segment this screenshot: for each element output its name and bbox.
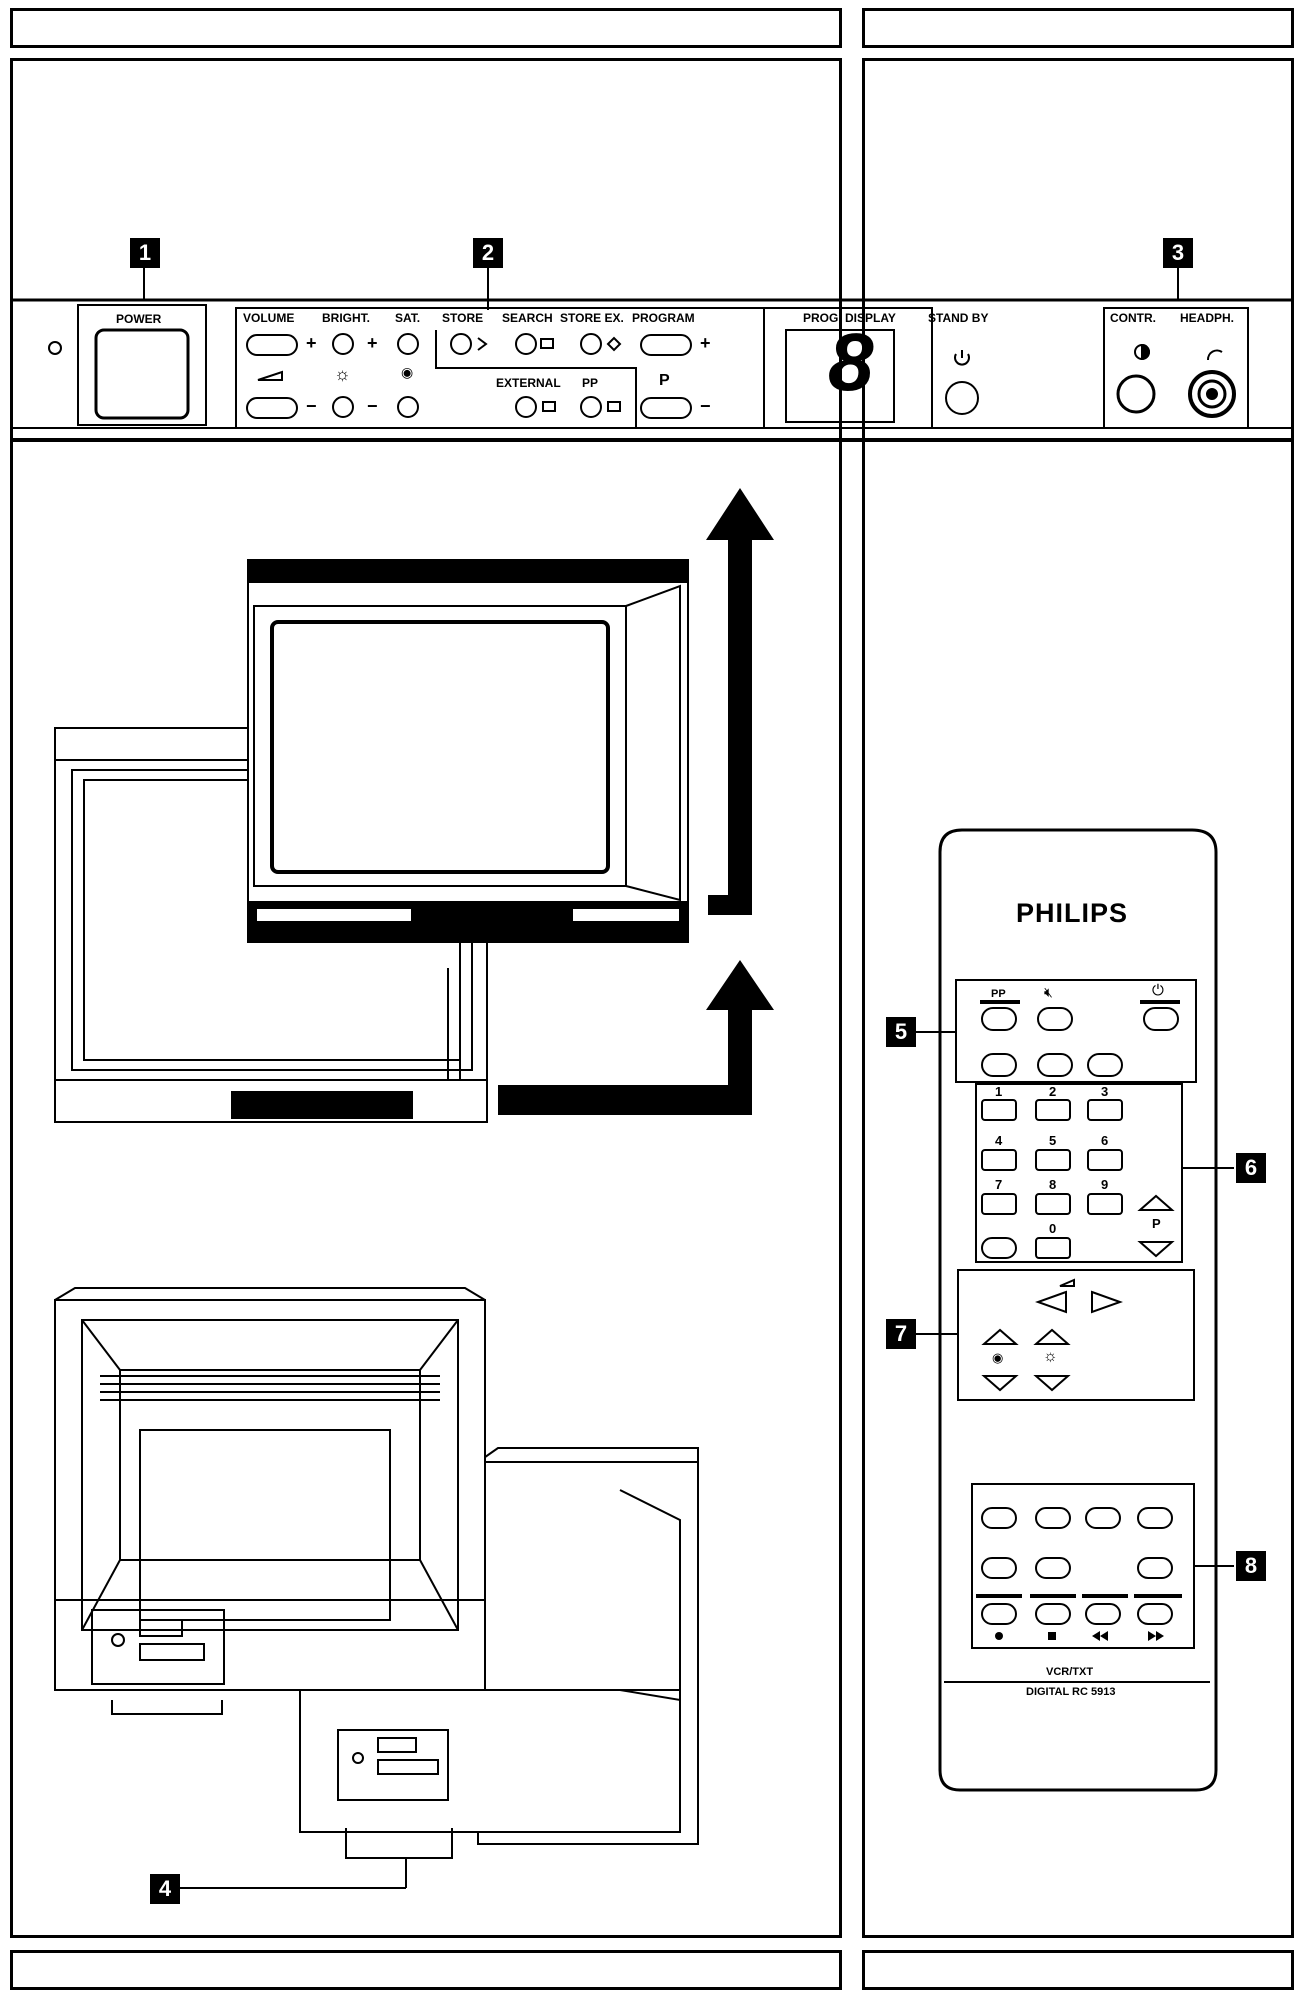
prog-display-digit: 8: [828, 317, 874, 408]
callout-2: 2: [473, 238, 503, 268]
record-icon: [995, 1632, 1003, 1640]
digit-5[interactable]: 5: [1049, 1133, 1057, 1148]
program-p-label: P: [659, 372, 670, 389]
program-plus: +: [700, 333, 711, 353]
search-label: SEARCH: [502, 311, 553, 325]
power-label: POWER: [116, 312, 162, 326]
remote-model-line2: DIGITAL RC 5913: [1026, 1686, 1116, 1698]
bright-label: BRIGHT.: [322, 311, 370, 325]
digit-7[interactable]: 7: [995, 1177, 1003, 1192]
callout-8: 8: [1236, 1551, 1266, 1581]
digit-6[interactable]: 6: [1101, 1133, 1109, 1148]
volume-plus: +: [306, 333, 317, 353]
program-label: PROGRAM: [632, 311, 695, 325]
fast-forward-icon: [1148, 1631, 1164, 1641]
colour-icon: ◉: [401, 364, 414, 380]
stand-by-label: STAND BY: [928, 311, 989, 325]
bright-plus: +: [367, 333, 378, 353]
callout-1: 1: [130, 238, 160, 268]
store-ex-label: STORE EX.: [560, 311, 624, 325]
callout-4: 4: [150, 1874, 180, 1904]
digit-2[interactable]: 2: [1049, 1084, 1057, 1099]
bottom-left-footer-box: [10, 1950, 842, 1990]
top-right-header-box: [862, 8, 1294, 48]
remote-colour-icon: ◉: [992, 1350, 1004, 1365]
digit-0[interactable]: 0: [1049, 1221, 1057, 1236]
callout-6: 6: [1236, 1153, 1266, 1183]
bottom-right-footer-box: [862, 1950, 1294, 1990]
remote-brightness-icon: ☼: [1043, 1348, 1058, 1365]
standby-icon: ⏻: [1152, 982, 1164, 999]
digit-8[interactable]: 8: [1049, 1177, 1057, 1192]
bright-minus: −: [367, 396, 378, 416]
brightness-icon: ☼: [334, 364, 351, 384]
headph-label: HEADPH.: [1180, 311, 1235, 325]
top-left-header-box: [10, 8, 842, 48]
remote-pp-label: PP: [991, 988, 1006, 1000]
right-main-panel: [862, 58, 1294, 1938]
digit-1[interactable]: 1: [995, 1084, 1003, 1099]
rewind-icon: [1092, 1631, 1108, 1641]
prog-display-label: PROG. DISPLAY: [803, 311, 896, 325]
sat-label: SAT.: [395, 311, 421, 325]
external-label: EXTERNAL: [496, 376, 561, 390]
callout-5: 5: [886, 1017, 916, 1047]
digit-4[interactable]: 4: [995, 1133, 1003, 1148]
contr-label: CONTR.: [1110, 311, 1156, 325]
store-label: STORE: [442, 311, 484, 325]
callout-3: 3: [1163, 238, 1193, 268]
program-minus: −: [700, 396, 711, 416]
volume-label: VOLUME: [243, 311, 295, 325]
mute-icon: 🔇︎: [1044, 984, 1053, 1000]
callout-7: 7: [886, 1319, 916, 1349]
pp-label: PP: [582, 376, 599, 390]
volume-minus: −: [306, 396, 317, 416]
digit-3[interactable]: 3: [1101, 1084, 1109, 1099]
remote-brand: PHILIPS: [1016, 898, 1129, 928]
digit-9[interactable]: 9: [1101, 1177, 1109, 1192]
remote-model-line1: VCR/TXT: [1046, 1666, 1094, 1678]
remote-p-label: P: [1152, 1216, 1161, 1231]
stop-icon: [1048, 1632, 1056, 1640]
